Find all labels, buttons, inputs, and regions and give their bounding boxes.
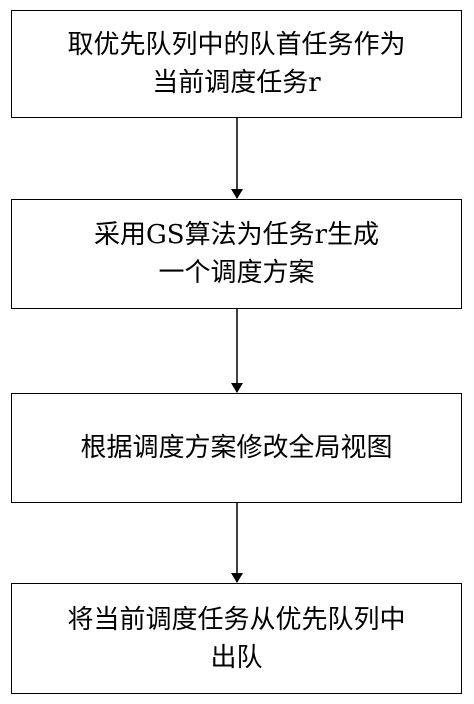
flow-step-2: 采用GS算法为任务r生成 一个调度方案 — [11, 199, 462, 309]
step-2-line-2: 一个调度方案 — [158, 258, 315, 288]
step-4-line-1: 将当前调度任务从优先队列中 — [67, 604, 406, 635]
step-3-line-1: 根据调度方案修改全局视图 — [80, 433, 393, 463]
step-1-line-1: 取优先队列中的队首任务作为 — [67, 30, 406, 60]
step-4-line-2: 出队 — [210, 642, 263, 673]
flow-step-1: 取优先队列中的队首任务作为 当前调度任务r — [11, 10, 462, 118]
flow-step-4: 将当前调度任务从优先队列中 出队 — [11, 583, 462, 694]
step-1-line-2: 当前调度任务r — [152, 68, 321, 98]
flow-step-3: 根据调度方案修改全局视图 — [11, 393, 462, 503]
step-2-line-1: 采用GS算法为任务r生成 — [93, 220, 379, 250]
